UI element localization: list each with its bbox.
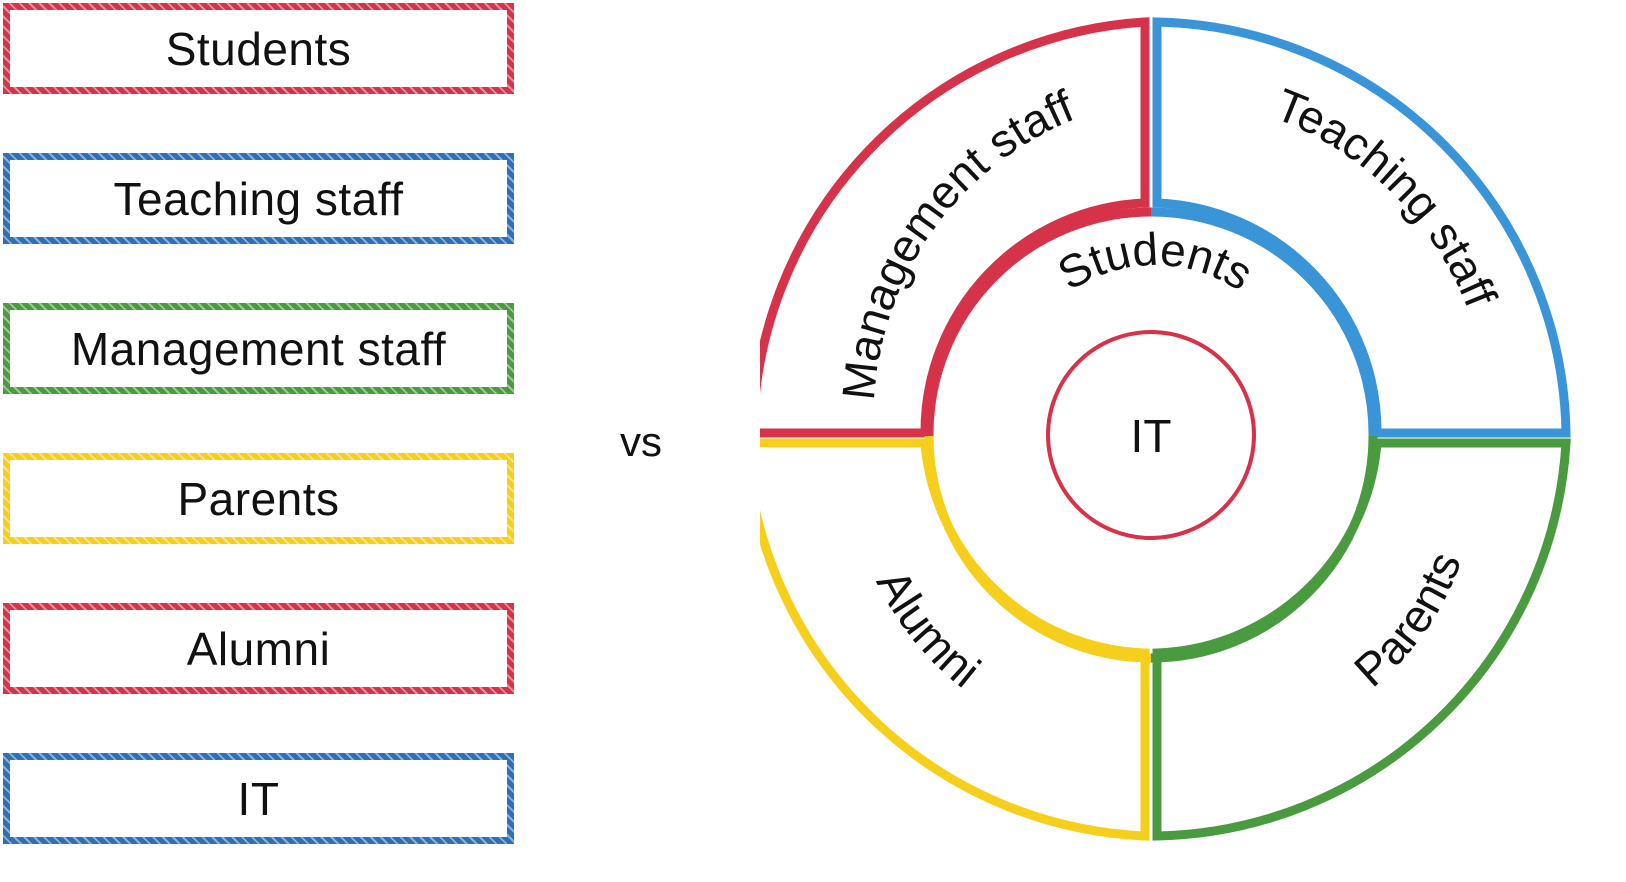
list-item-it: IT [3, 753, 514, 844]
list-item-label: Alumni [186, 622, 331, 675]
list-item-parents: Parents [3, 453, 514, 544]
segment-management-staff [760, 17, 1150, 438]
list-item-label: Students [165, 22, 352, 75]
students-ring-top-left [924, 207, 1152, 437]
list-item-teaching-staff: Teaching staff [3, 153, 514, 244]
students-ring-bottom-right [1150, 435, 1378, 663]
stakeholder-list: Students Teaching staff Management staff… [0, 0, 522, 882]
segment-teaching-staff [1152, 17, 1571, 438]
it-center-circle [1046, 330, 1256, 540]
it-center-label: IT [1131, 410, 1172, 462]
list-item-label: Parents [177, 472, 340, 525]
list-item-students: Students [3, 3, 514, 94]
students-ring-bottom-left [924, 435, 1152, 663]
list-item-label: Teaching staff [113, 172, 404, 225]
list-item-label: Management staff [70, 322, 447, 375]
inner-label-students: Students [1049, 223, 1262, 300]
list-item-management-staff: Management staff [3, 303, 514, 394]
versus-label: vs [620, 418, 662, 465]
students-ring-top-right [1150, 207, 1378, 437]
list-item-label: IT [237, 772, 280, 825]
stakeholder-ring-diagram: IT Management staff Teaching staff Paren… [760, 17, 1571, 841]
list-item-alumni: Alumni [3, 603, 514, 694]
